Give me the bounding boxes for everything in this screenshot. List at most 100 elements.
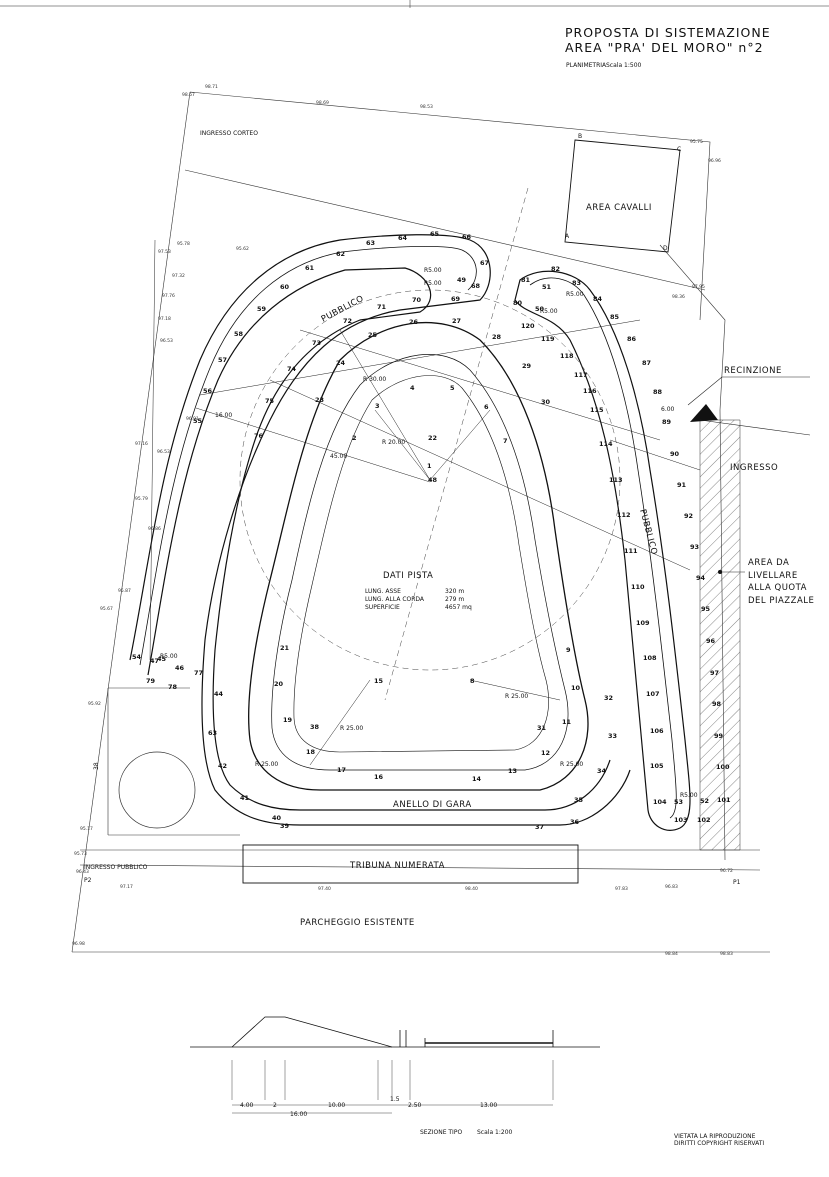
elevation-value: 97.16 xyxy=(135,441,148,447)
pt-77: 77 xyxy=(194,669,203,677)
pt-103: 103 xyxy=(674,816,688,824)
pt-36: 36 xyxy=(570,818,580,826)
plan-label: PLANIMETRIA xyxy=(566,62,607,69)
pt-78: 78 xyxy=(168,683,178,691)
dim-16: 16.00 xyxy=(215,412,232,419)
pt-115: 115 xyxy=(590,406,604,414)
elevation-value: 98.69 xyxy=(316,100,329,106)
pt-113: 113 xyxy=(609,476,623,484)
copyright-line2: DIRITTI COPYRIGHT RISERVATI xyxy=(674,1140,764,1147)
pt-107: 107 xyxy=(646,690,660,698)
pt-11: 11 xyxy=(562,718,572,726)
pt-80: 80 xyxy=(513,299,523,307)
pt-59: 59 xyxy=(257,305,267,313)
radius-r25c: R 25.00 xyxy=(255,761,278,768)
pt-48: 48 xyxy=(428,476,438,484)
pt-86: 86 xyxy=(627,335,637,343)
elevation-value: 95.79 xyxy=(135,496,148,502)
pt-42: 42 xyxy=(218,762,227,770)
pt-97: 97 xyxy=(710,669,719,677)
elevation-value: 98.36 xyxy=(672,294,685,300)
area-livellare-1: AREA DA xyxy=(748,558,789,568)
track-point-numbers: 1 2 3 4 5 6 7 8 9 10 11 12 13 14 15 16 1… xyxy=(132,230,731,831)
pt-92: 92 xyxy=(684,512,693,520)
elevation-value: 97.40 xyxy=(318,886,331,892)
elevation-value: 96.96 xyxy=(708,158,721,164)
radius-r5d: R5.00 xyxy=(540,308,558,315)
track-right-arm-2 xyxy=(529,277,677,819)
lung-asse-key: LUNG. ASSE xyxy=(365,588,401,595)
sec-dim-15: 1.5 xyxy=(390,1096,400,1103)
pt-52: 52 xyxy=(700,797,709,805)
elevation-value: 97.18 xyxy=(158,316,171,322)
dim-38: 38 xyxy=(93,762,100,770)
elevation-value: 95.73 xyxy=(74,851,87,857)
pt-98: 98 xyxy=(712,700,722,708)
recinzione-arrow xyxy=(687,376,723,406)
race-track xyxy=(129,234,691,831)
pt-88: 88 xyxy=(653,388,663,396)
lung-corda-val: 279 m xyxy=(445,596,464,603)
elevation-value: 97.83 xyxy=(615,886,628,892)
pt-101: 101 xyxy=(717,796,731,804)
sezione-label: SEZIONE TIPO xyxy=(420,1129,462,1136)
pt-114: 114 xyxy=(599,440,613,448)
track-outer-edge-2 xyxy=(139,245,477,666)
pt-111: 111 xyxy=(624,547,638,555)
pt-27: 27 xyxy=(452,317,461,325)
sezione-scale: Scala 1:200 xyxy=(477,1129,513,1136)
pt-29: 29 xyxy=(522,362,532,370)
title-line1: PROPOSTA DI SISTEMAZIONE xyxy=(565,25,771,40)
pt-6: 6 xyxy=(484,403,489,411)
pt-51: 51 xyxy=(542,283,552,291)
sec-dim-4: 4.00 xyxy=(240,1102,254,1109)
pt-28: 28 xyxy=(492,333,502,341)
pt-37: 37 xyxy=(535,823,544,831)
elevation-value: 98.53 xyxy=(420,104,433,110)
pt-22: 22 xyxy=(428,434,437,442)
elevation-marks: 98.7198.6798.6998.5397.5397.3297.7697.18… xyxy=(72,84,733,957)
elevation-value: 98.83 xyxy=(720,951,733,957)
pt-55: 55 xyxy=(193,417,203,425)
track-inner-ring xyxy=(147,267,611,811)
pt-50: 50 xyxy=(535,305,545,313)
pt-119: 119 xyxy=(541,335,555,343)
pt-14: 14 xyxy=(472,775,482,783)
tribuna-label: TRIBUNA NUMERATA xyxy=(349,861,445,871)
pt-35: 35 xyxy=(574,796,584,804)
pt-120: 120 xyxy=(521,322,535,330)
pt-68: 68 xyxy=(471,282,481,290)
pt-62: 62 xyxy=(336,250,345,258)
superficie-val: 4657 mq xyxy=(445,604,472,611)
pt-70: 70 xyxy=(412,296,422,304)
sec-dim-10: 10.00 xyxy=(328,1102,345,1109)
ingresso-label: INGRESSO xyxy=(730,463,778,473)
pt-95: 95 xyxy=(701,605,711,613)
radius-r25b: R 25.00 xyxy=(340,725,363,732)
corner-a: A xyxy=(565,233,570,240)
pt-100: 100 xyxy=(716,763,730,771)
elevation-value: 96.53 xyxy=(157,449,170,455)
pt-72: 72 xyxy=(343,317,352,325)
pt-21: 21 xyxy=(280,644,290,652)
sec-dim-16: 16.00 xyxy=(290,1111,307,1118)
radius-r5b: R5.00 xyxy=(424,280,442,287)
pt-10: 10 xyxy=(571,684,581,692)
area-livellare-3: ALLA QUOTA xyxy=(748,583,807,593)
pt-46: 46 xyxy=(175,664,185,672)
pt-9: 9 xyxy=(566,646,571,654)
elevation-value: 95.92 xyxy=(88,701,101,707)
pt-91: 91 xyxy=(677,481,687,489)
pt-20: 20 xyxy=(274,680,284,688)
pt-23: 23 xyxy=(315,396,324,404)
parcheggio-label: PARCHEGGIO ESISTENTE xyxy=(300,918,415,928)
elevation-value: 97.95 xyxy=(692,284,705,290)
radius-r25d: R 25.00 xyxy=(560,761,583,768)
pt-94: 94 xyxy=(696,574,706,582)
radius-r30: R 30.00 xyxy=(363,376,386,383)
pt-44: 44 xyxy=(214,690,224,698)
pt-26: 26 xyxy=(409,318,419,326)
radius-r5f: R5.00 xyxy=(680,792,698,799)
pt-75: 75 xyxy=(265,397,275,405)
